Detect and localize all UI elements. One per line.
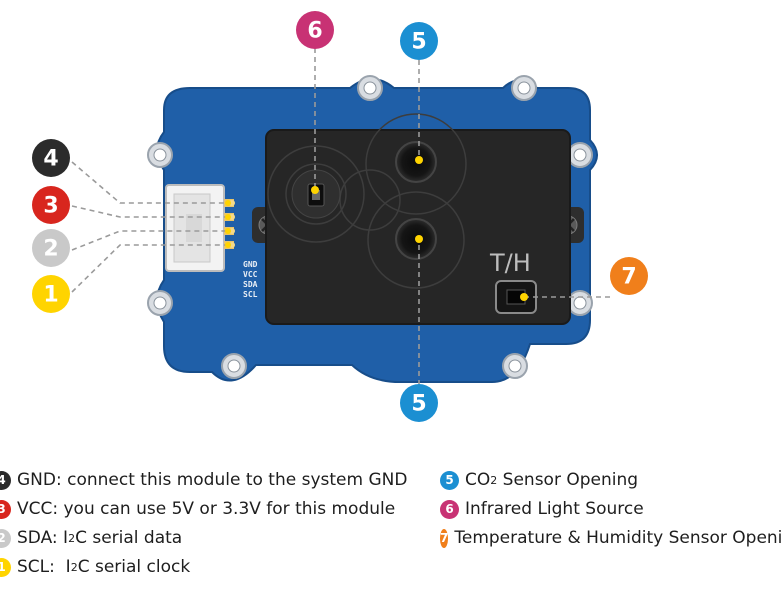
legend-text: C serial data — [75, 528, 183, 548]
callout-5-bottom-number: 5 — [411, 392, 426, 417]
sensor-marking: T/H — [489, 249, 531, 277]
legend-badge: 1 — [0, 558, 11, 577]
callout-2: 2 — [32, 229, 70, 267]
mounting-hole — [511, 75, 537, 101]
callout-1: 1 — [32, 275, 70, 313]
legend-subscript: 2 — [490, 474, 498, 487]
pin-label-gnd: GND — [243, 260, 258, 269]
legend-badge: 4 — [0, 471, 11, 490]
mounting-hole — [567, 142, 593, 168]
callout-4: 4 — [32, 139, 70, 177]
leader-lines — [71, 48, 610, 385]
legend-badge: 6 — [440, 500, 459, 519]
legend-text: SCL: I — [17, 557, 71, 577]
mounting-hole — [567, 290, 593, 316]
callout-5-bottom-circle — [400, 384, 438, 422]
callout-2-number: 2 — [43, 237, 58, 262]
callout-5-top: 5 — [400, 22, 438, 60]
callout-6: 6 — [296, 11, 334, 49]
callout-4-number: 4 — [43, 147, 58, 172]
mounting-hole — [147, 290, 173, 316]
temperature-humidity-opening — [495, 280, 537, 314]
callout-3-circle — [32, 186, 70, 224]
pin-label-sda: SDA — [243, 280, 258, 289]
mounting-hole — [221, 353, 247, 379]
legend-text: C serial clock — [77, 557, 191, 577]
pin-label-vcc: VCC — [243, 270, 258, 279]
legend-badge: 5 — [440, 471, 459, 490]
legend-text: Infrared Light Source — [465, 499, 644, 519]
legend-text: GND: connect this module to the system G… — [17, 470, 408, 490]
mounting-hole — [357, 75, 383, 101]
callout-6-circle — [296, 11, 334, 49]
legend-superscript: 2 — [70, 561, 78, 574]
legend-text: SDA: I — [17, 528, 69, 548]
legend-item-th: 7 Temperature & Humidity Sensor Opening — [440, 524, 783, 553]
legend-badge: 3 — [0, 500, 11, 519]
callout-6-number: 6 — [307, 19, 322, 44]
callout-5-top-number: 5 — [411, 30, 426, 55]
callout-7: 7 — [610, 257, 648, 295]
mounting-hole — [147, 142, 173, 168]
callout-7-number: 7 — [621, 265, 636, 290]
legend-text: CO — [465, 470, 491, 490]
grove-connector — [165, 184, 225, 272]
callout-5-bottom: 5 — [400, 384, 438, 422]
pin-label-scl: SCL — [243, 290, 258, 299]
callout-3-number: 3 — [43, 194, 58, 219]
callout-2-circle — [32, 229, 70, 267]
legend-badge: 2 — [0, 529, 11, 548]
callout-1-number: 1 — [43, 283, 58, 308]
legend-left: 4 GND: connect this module to the system… — [0, 466, 407, 582]
callout-1-circle — [32, 275, 70, 313]
legend-text: Temperature & Humidity Sensor Opening — [454, 528, 783, 548]
legend-item-ir: 6 Infrared Light Source — [440, 495, 783, 524]
legend-text: Sensor Opening — [497, 470, 639, 490]
callout-4-circle — [32, 139, 70, 177]
legend-superscript: 2 — [68, 532, 76, 545]
mounting-hole — [502, 353, 528, 379]
legend-item-gnd: 4 GND: connect this module to the system… — [0, 466, 407, 495]
callout-5-top-circle — [400, 22, 438, 60]
legend-text: VCC: you can use 5V or 3.3V for this mod… — [17, 499, 396, 519]
ir-light-source — [291, 169, 341, 219]
legend-badge: 7 — [440, 529, 449, 548]
anchor-dots — [225, 156, 528, 301]
sensor-module: T/H — [252, 113, 584, 325]
callout-7-circle — [610, 257, 648, 295]
legend-item-vcc: 3 VCC: you can use 5V or 3.3V for this m… — [0, 495, 407, 524]
callout-3: 3 — [32, 186, 70, 224]
